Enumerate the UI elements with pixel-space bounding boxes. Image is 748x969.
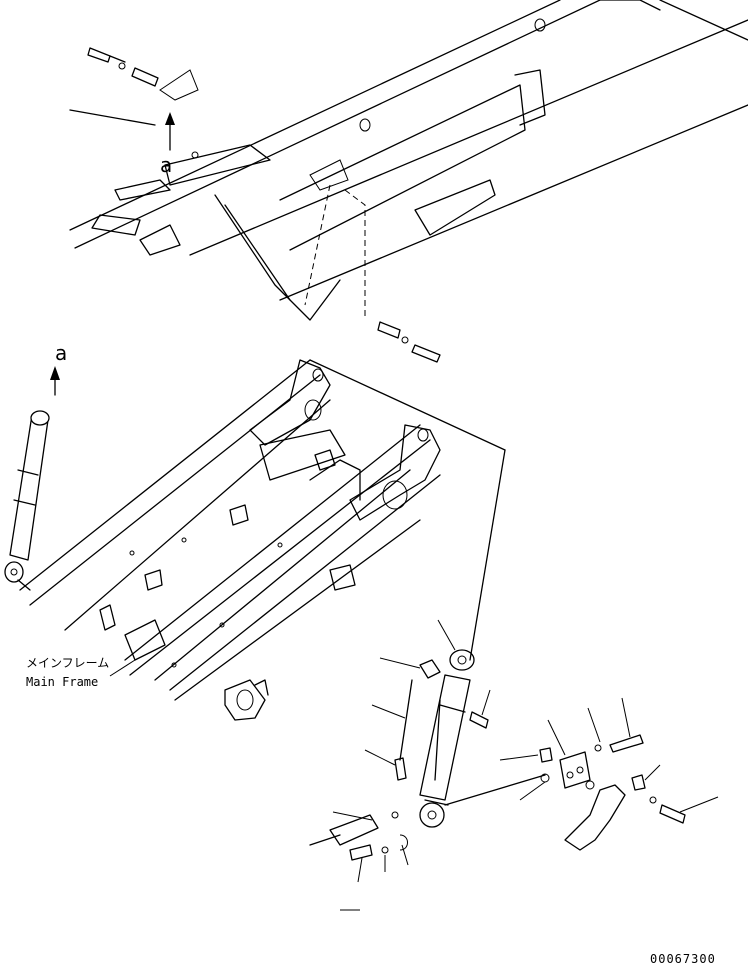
hose-fittings bbox=[309, 659, 686, 861]
right-cylinder bbox=[419, 449, 506, 828]
top-fasteners bbox=[87, 47, 441, 363]
ref-arrow-left: a bbox=[50, 341, 67, 396]
ref-label-left: a bbox=[55, 341, 67, 365]
leader-lines bbox=[332, 619, 719, 911]
main-frame bbox=[19, 359, 506, 721]
main-frame-label-jp: メインフレーム bbox=[26, 656, 109, 670]
left-cylinder bbox=[4, 410, 50, 591]
main-frame-label: メインフレーム Main Frame bbox=[26, 656, 136, 689]
main-frame-label-en: Main Frame bbox=[26, 675, 98, 689]
upper-boom bbox=[69, 0, 748, 321]
ref-label-top: a bbox=[160, 153, 172, 177]
drawing-number: 00067300 bbox=[650, 952, 716, 966]
ref-arrow-top: a bbox=[160, 112, 175, 177]
